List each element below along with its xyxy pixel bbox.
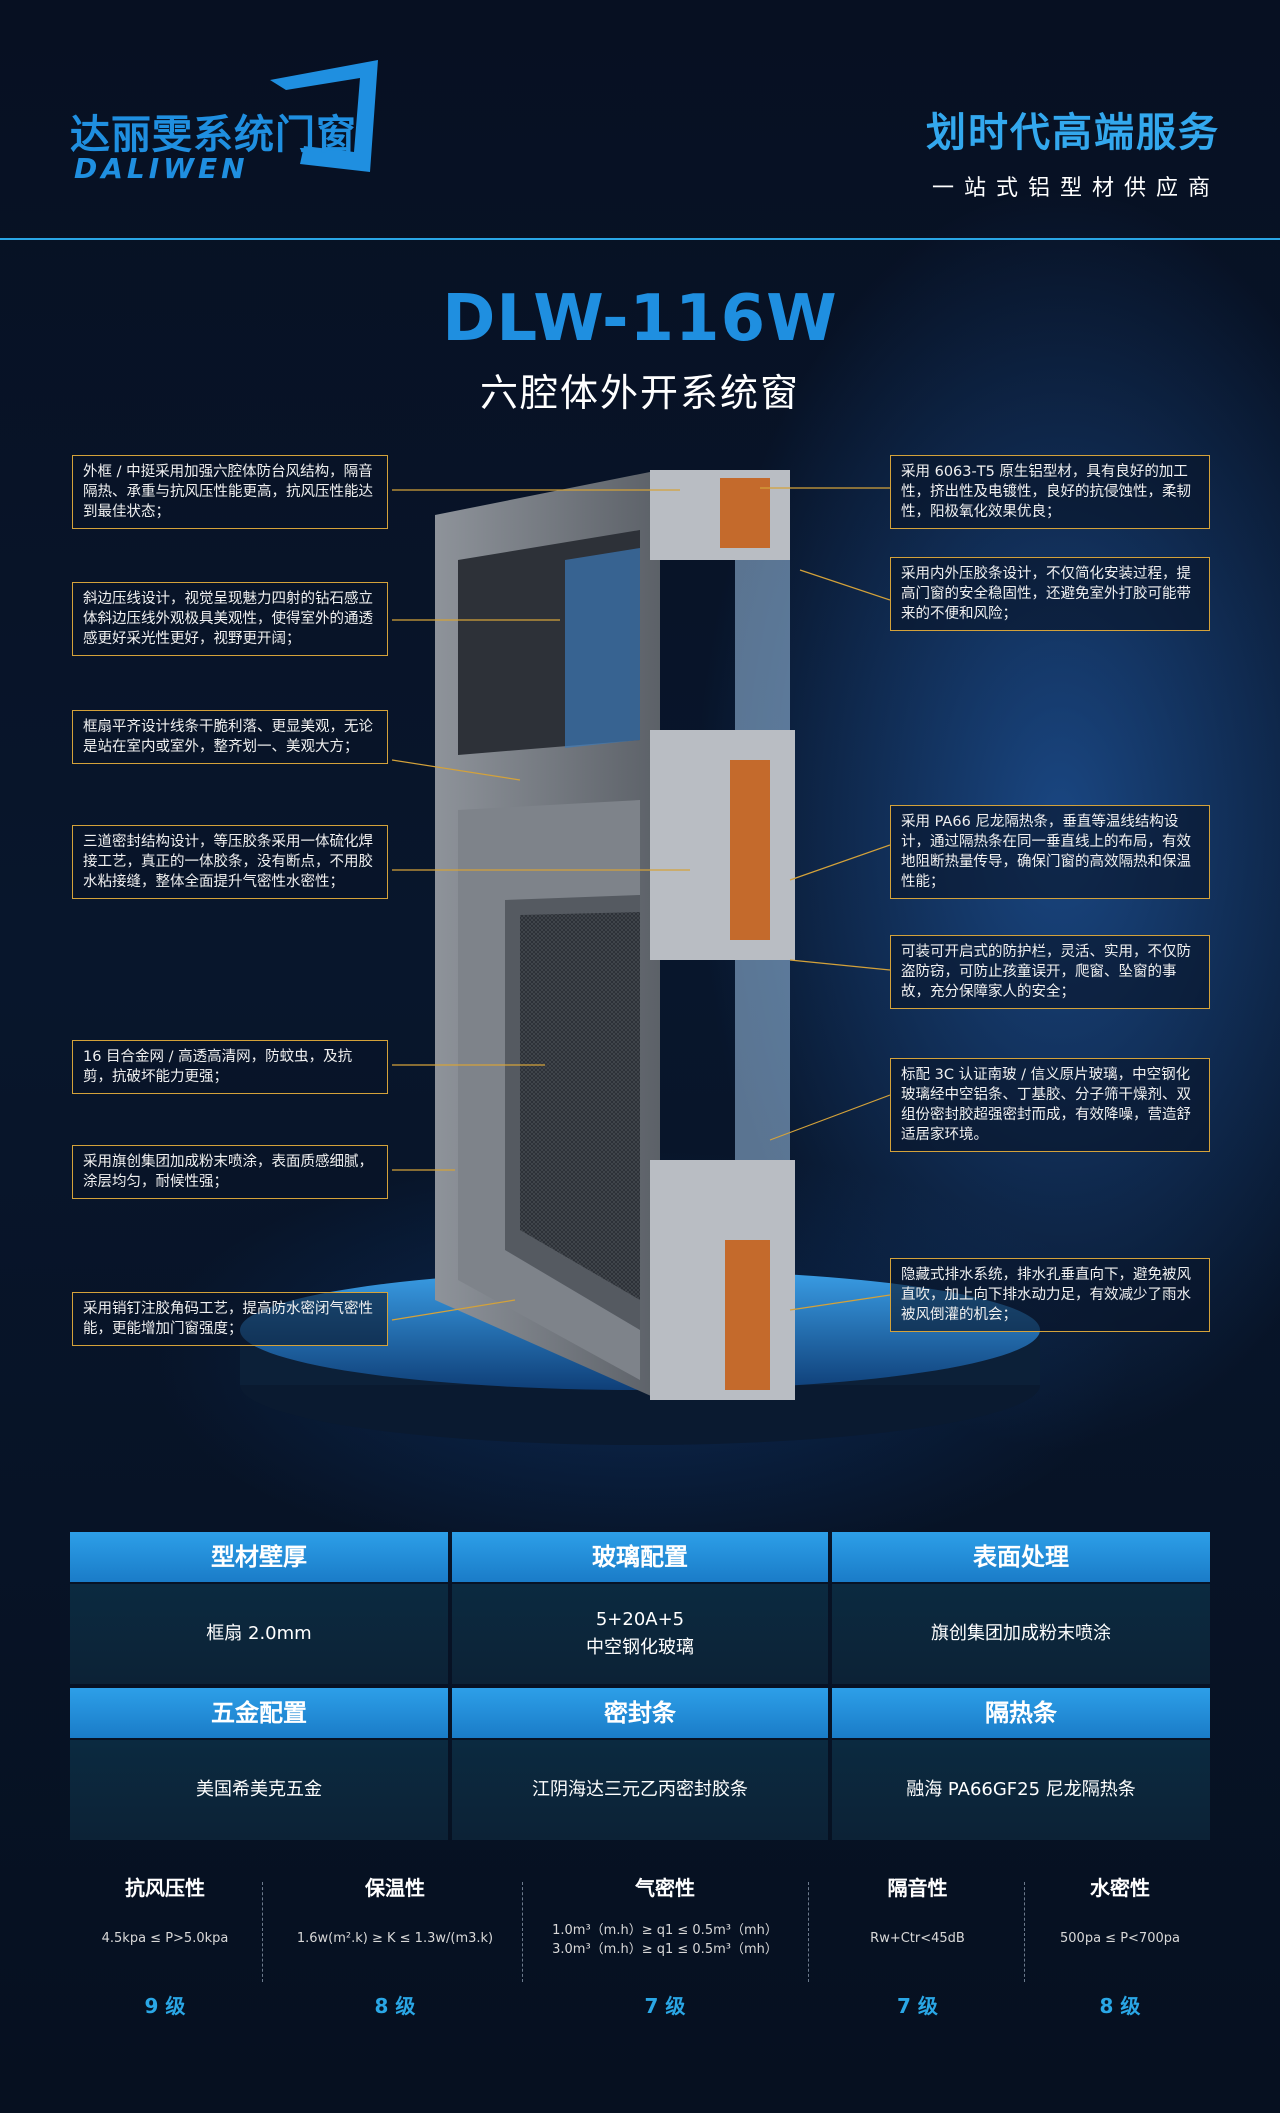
logo-frame-icon bbox=[270, 60, 378, 172]
spec-value-glass-line1: 5+20A+5 bbox=[595, 1609, 685, 1630]
brand-name-cn: 达丽雯系统门窗 bbox=[70, 112, 357, 158]
perf-air-tightness: 气密性 1.0m³（m.h）≥ q1 ≤ 0.5m³（mh） 3.0m³（m.h… bbox=[530, 1872, 800, 2018]
perf-insulation-grade: 8 级 bbox=[374, 1994, 416, 2018]
brand-name-en: DALIWEN bbox=[74, 152, 249, 185]
spec-value-wall-thickness-text: 框扇 2.0mm bbox=[206, 1623, 312, 1644]
spec-header-hardware: 五金配置 bbox=[70, 1688, 448, 1738]
perf-air-tightness-grade: 7 级 bbox=[644, 1994, 686, 2018]
perf-wind-pressure-value: 4.5kpa ≤ P>5.0kpa bbox=[101, 1931, 229, 1946]
spec-value-surface: 旗创集团加成粉末喷涂 bbox=[832, 1584, 1210, 1684]
callout-thermal-break: 采用 PA66 尼龙隔热条，垂直等温线结构设计，通过隔热条在同一垂直线上的布局，… bbox=[890, 805, 1210, 899]
perf-wind-pressure-grade: 9 级 bbox=[144, 1994, 186, 2018]
perf-air-tightness-value-2: 3.0m³（m.h）≥ q1 ≤ 0.5m³（mh） bbox=[552, 1942, 778, 1957]
spec-header-glass: 玻璃配置 bbox=[452, 1532, 828, 1582]
callout-flush-design: 框扇平齐设计线条干脆利落、更显美观，无论是站在室内或室外，整齐划一、美观大方； bbox=[72, 710, 388, 764]
header-divider bbox=[0, 238, 1280, 240]
spec-value-hardware-text: 美国希美克五金 bbox=[196, 1779, 322, 1800]
perf-insulation-name: 保温性 bbox=[365, 1876, 425, 1900]
callout-powder-coating: 采用旗创集团加成粉末喷涂，表面质感细腻，涂层均匀，耐候性强； bbox=[72, 1145, 388, 1199]
perf-sound: 隔音性 Rw+Ctr<45dB 7 级 bbox=[815, 1872, 1020, 2018]
spec-header-surface: 表面处理 bbox=[832, 1532, 1210, 1582]
perf-sound-name: 隔音性 bbox=[887, 1876, 948, 1900]
callout-glazing-gasket: 采用内外压胶条设计，不仅简化安装过程，提高门窗的安全稳固性，还避免室外打胶可能带… bbox=[890, 557, 1210, 631]
perf-water-tightness-name: 水密性 bbox=[1090, 1876, 1150, 1900]
callout-corner-pin: 采用销钉注胶角码工艺，提高防水密闭气密性能，更能增加门窗强度； bbox=[72, 1292, 388, 1346]
spec-value-glass-line2: 中空钢化玻璃 bbox=[586, 1637, 694, 1658]
product-subtitle: 六腔体外开系统窗 bbox=[479, 371, 800, 415]
perf-divider bbox=[808, 1882, 810, 1982]
callout-guard-rail: 可装可开启式的防护栏，灵活、实用，不仅防盗防窃，可防止孩童误开，爬窗、坠窗的事故… bbox=[890, 935, 1210, 1009]
callout-aluminum-profile: 采用 6063-T5 原生铝型材，具有良好的加工性，挤出性及电镀性，良好的抗侵蚀… bbox=[890, 455, 1210, 529]
perf-sound-grade: 7 级 bbox=[897, 1994, 938, 2018]
spec-header-thermal-strip: 隔热条 bbox=[832, 1688, 1210, 1738]
perf-water-tightness-grade: 8 级 bbox=[1099, 1994, 1141, 2018]
spec-header-wall-thickness: 型材壁厚 bbox=[70, 1532, 448, 1582]
product-model: DLW-116W bbox=[442, 282, 838, 356]
spec-value-seal-strip: 江阴海达三元乙丙密封胶条 bbox=[452, 1740, 828, 1840]
spec-value-hardware: 美国希美克五金 bbox=[70, 1740, 448, 1840]
perf-divider bbox=[522, 1882, 524, 1982]
perf-divider bbox=[262, 1882, 264, 1982]
perf-insulation-value: 1.6w(m².k) ≥ K ≤ 1.3w/(m3.k) bbox=[296, 1931, 494, 1946]
perf-divider bbox=[1024, 1882, 1026, 1982]
callout-drainage: 隐藏式排水系统，排水孔垂直向下，避免被风直吹，加上向下排水动力足，有效减少了雨水… bbox=[890, 1258, 1210, 1332]
brand-logo: 达丽雯系统门窗 DALIWEN bbox=[70, 60, 400, 190]
callout-frame-structure: 外框 / 中挺采用加强六腔体防台风结构，隔音隔热、承重与抗风压性能更高，抗风压性… bbox=[72, 455, 388, 529]
perf-wind-pressure: 抗风压性 4.5kpa ≤ P>5.0kpa 9 级 bbox=[70, 1872, 260, 2018]
callout-glass: 标配 3C 认证南玻 / 信义原片玻璃，中空钢化玻璃经中空铝条、丁基胶、分子筛干… bbox=[890, 1058, 1210, 1152]
perf-air-tightness-name: 气密性 bbox=[635, 1876, 695, 1900]
perf-air-tightness-values: 1.0m³（m.h）≥ q1 ≤ 0.5m³（mh） 3.0m³（m.h）≥ q… bbox=[530, 1921, 800, 1959]
perf-insulation: 保温性 1.6w(m².k) ≥ K ≤ 1.3w/(m3.k) 8 级 bbox=[270, 1872, 520, 2018]
spec-value-thermal-strip: 融海 PA66GF25 尼龙隔热条 bbox=[832, 1740, 1210, 1840]
slogan-sub: 一站式铝型材供应商 bbox=[931, 176, 1220, 201]
perf-sound-value: Rw+Ctr<45dB bbox=[870, 1931, 965, 1946]
spec-value-wall-thickness: 框扇 2.0mm bbox=[70, 1584, 448, 1684]
spec-value-glass: 5+20A+5 中空钢化玻璃 bbox=[452, 1584, 828, 1684]
spec-value-seal-strip-text: 江阴海达三元乙丙密封胶条 bbox=[532, 1779, 748, 1800]
callout-triple-seal: 三道密封结构设计，等压胶条采用一体硫化焊接工艺，真正的一体胶条，没有断点，不用胶… bbox=[72, 825, 388, 899]
slogan-main: 划时代高端服务 bbox=[926, 110, 1220, 156]
perf-air-tightness-value-1: 1.0m³（m.h）≥ q1 ≤ 0.5m³（mh） bbox=[552, 1923, 778, 1938]
spec-value-thermal-strip-text: 融海 PA66GF25 尼龙隔热条 bbox=[906, 1779, 1136, 1800]
perf-water-tightness: 水密性 500pa ≤ P<700pa 8 级 bbox=[1030, 1872, 1210, 2018]
spec-value-surface-text: 旗创集团加成粉末喷涂 bbox=[931, 1623, 1111, 1644]
perf-wind-pressure-name: 抗风压性 bbox=[125, 1876, 205, 1900]
spec-header-seal-strip: 密封条 bbox=[452, 1688, 828, 1738]
perf-water-tightness-value: 500pa ≤ P<700pa bbox=[1060, 1931, 1180, 1946]
callout-alloy-mesh: 16 目合金网 / 高透高清网，防蚊虫，及抗剪，抗破坏能力更强； bbox=[72, 1040, 388, 1094]
callout-bevel-bead: 斜边压线设计，视觉呈现魅力四射的钻石感立体斜边压线外观极具美观性，使得室外的通透… bbox=[72, 582, 388, 656]
slogan: 划时代高端服务 一站式铝型材供应商 bbox=[926, 100, 1220, 202]
